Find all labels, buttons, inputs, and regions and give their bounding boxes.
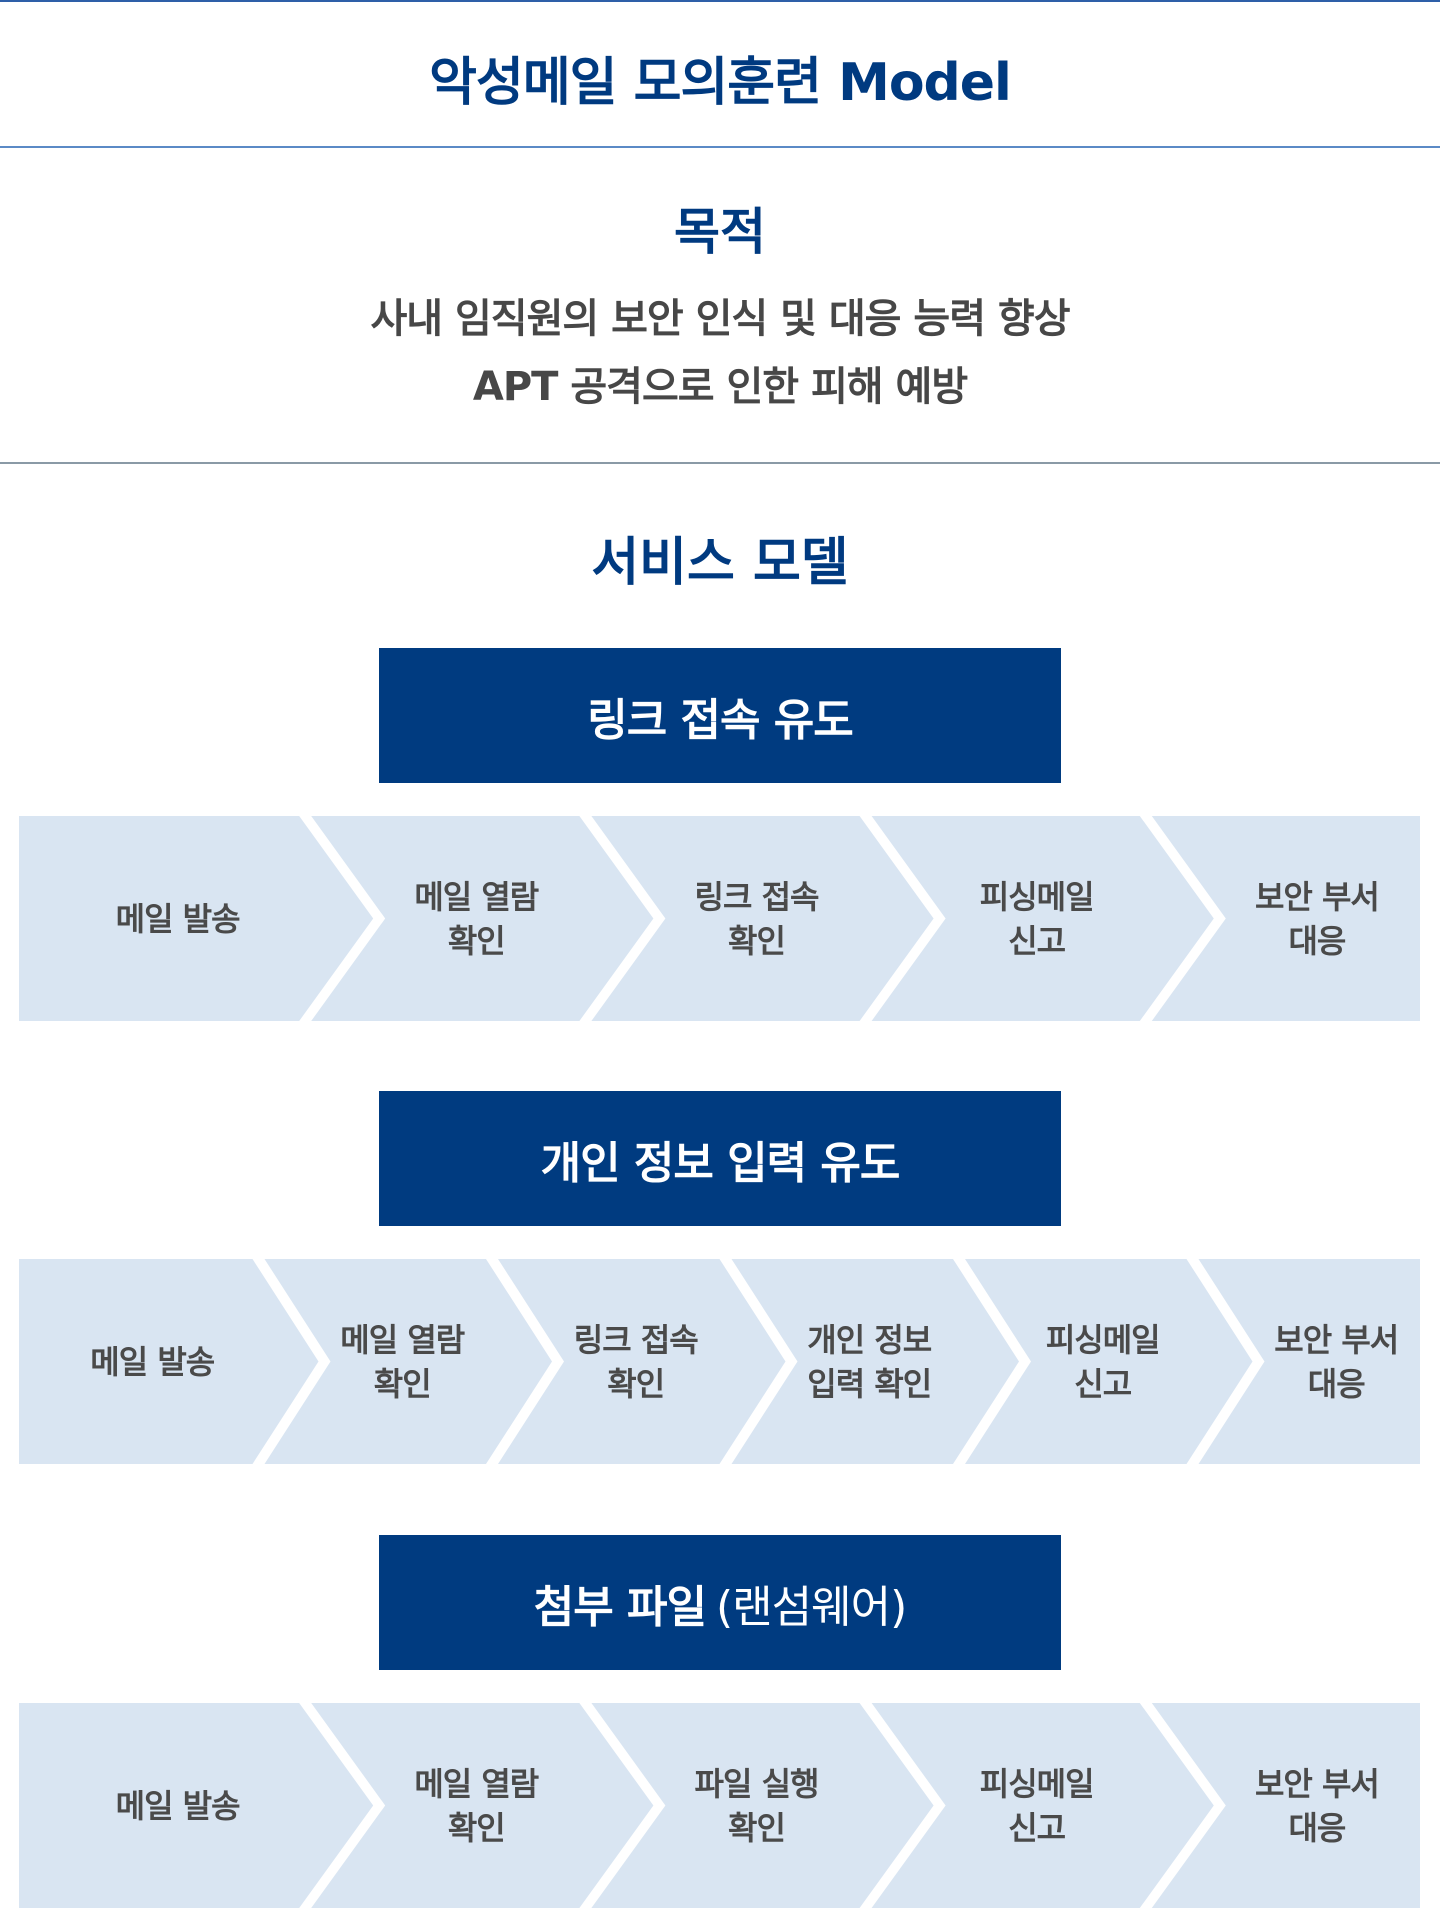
purpose-line-2: APT 공격으로 인한 피해 예방 [472, 364, 968, 410]
step-label: 보안 부서 대응 [1254, 1764, 1380, 1847]
step-label: 피싱메일 신고 [979, 877, 1095, 960]
scenario-title-attachment: 첨부 파일 (랜섬웨어) [379, 1535, 1061, 1670]
page-title: 악성메일 모의훈련 Model [429, 53, 1012, 113]
step-label: 메일 발송 [115, 1786, 241, 1825]
step-label: 보안 부서 대응 [1254, 877, 1380, 960]
step-label: 피싱메일 신고 [979, 1764, 1095, 1847]
step-label: 메일 열람 확인 [414, 1764, 539, 1847]
step-chevron [1198, 1259, 1420, 1464]
step-chevron [311, 816, 654, 1021]
service-model-heading: 서비스 모델 [591, 533, 849, 593]
step-label: 파일 실행 확인 [694, 1764, 820, 1847]
step-label: 피싱메일 신고 [1045, 1320, 1161, 1403]
scenario-subtitle: (랜섬웨어) [715, 1581, 907, 1633]
scenario-title-personal-info: 개인 정보 입력 유도 [379, 1091, 1061, 1226]
step-chevron [498, 1259, 786, 1464]
step-flow-personal-info: 메일 발송 메일 열람 확인 링크 접속 확인 개인 정보 입력 확인 피싱메일 신고 보… [19, 1259, 1420, 1464]
scenario-title: 첨부 파일 [533, 1581, 707, 1633]
scenario-title: 개인 정보 입력 유도 [540, 1137, 901, 1189]
step-chevron [1151, 1703, 1420, 1908]
chevron-shapes [19, 816, 1420, 1021]
purpose-heading: 목적 [674, 203, 766, 261]
step-chevron [1151, 816, 1420, 1021]
purpose-line-1: 사내 임직원의 보안 인식 및 대응 능력 향상 [370, 296, 1070, 342]
step-label: 메일 발송 [115, 899, 241, 938]
step-chevron [264, 1259, 552, 1464]
step-label: 메일 열람 확인 [414, 877, 539, 960]
step-label: 링크 접속 확인 [573, 1320, 699, 1403]
title-divider [0, 146, 1440, 148]
step-chevron [591, 816, 934, 1021]
step-chevron [19, 1703, 374, 1908]
step-flow-link: 메일 발송 메일 열람 확인 링크 접속 확인 피싱메일 신고 보안 부서 대응 [19, 816, 1420, 1021]
scenario-title-link: 링크 접속 유도 [379, 648, 1061, 783]
step-chevron [311, 1703, 654, 1908]
step-label: 개인 정보 입력 확인 [807, 1320, 932, 1403]
step-flow-attachment: 메일 발송 메일 열람 확인 파일 실행 확인 피싱메일 신고 보안 부서 대응 [19, 1703, 1420, 1908]
step-chevron [19, 1259, 319, 1464]
purpose-divider [0, 462, 1440, 464]
step-chevron [871, 1703, 1214, 1908]
top-divider [0, 0, 1440, 2]
step-label: 메일 발송 [90, 1342, 215, 1381]
step-chevron [731, 1259, 1019, 1464]
chevron-shapes [19, 1259, 1420, 1464]
step-chevron [19, 816, 374, 1021]
chevron-shapes [19, 1703, 1420, 1908]
step-chevron [871, 816, 1214, 1021]
step-chevron [591, 1703, 934, 1908]
step-chevron [965, 1259, 1253, 1464]
step-label: 메일 열람 확인 [340, 1320, 465, 1403]
scenario-title: 링크 접속 유도 [587, 694, 854, 746]
step-label: 링크 접속 확인 [694, 877, 820, 960]
step-label: 보안 부서 대응 [1274, 1320, 1399, 1403]
